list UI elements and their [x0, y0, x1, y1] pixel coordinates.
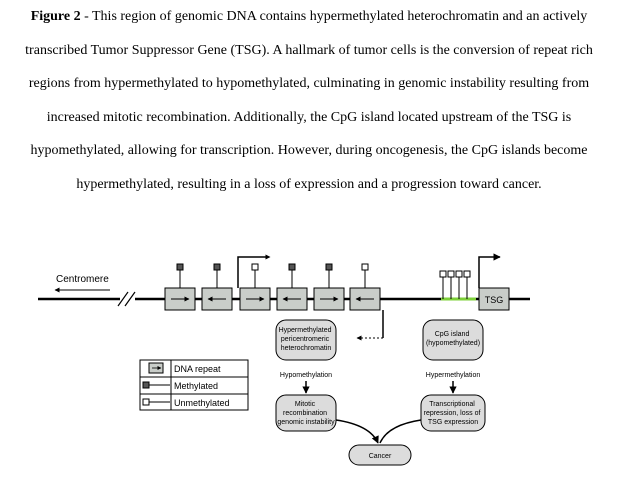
- break-mark-2: [124, 291, 136, 307]
- mitotic-line-2: recombination: [283, 410, 327, 417]
- figure-label: Figure 2: [30, 9, 81, 24]
- mitotic-line-3: genomic instability: [277, 419, 335, 426]
- tsg-label: TSG: [485, 295, 504, 305]
- legend-unmethylated-label: Unmethylated: [174, 398, 230, 408]
- converge-arrow-right: [379, 419, 422, 444]
- figure-caption: Figure 2 - This region of genomic DNA co…: [10, 0, 608, 202]
- svg-text:Transcriptional repression: Transcriptional repression, loss of TSG …: [424, 401, 483, 426]
- tsg-promoter-arrow: [478, 253, 501, 288]
- transcriptional-line-1: Transcriptional: [429, 401, 475, 408]
- repeat-unit: [313, 263, 345, 311]
- tsg-box: [478, 287, 510, 311]
- repeat-unit: [276, 263, 308, 311]
- converge-arrow-left: [335, 419, 379, 444]
- cpg-box: [422, 319, 484, 361]
- cpg-box-line-2: (hypomethylated): [426, 340, 480, 347]
- hypermethylation-label: Hypermethylation: [426, 372, 481, 379]
- heterochromatin-line-2: pericentromeric: [281, 336, 330, 343]
- legend-repeat-label: DNA repeat: [174, 364, 221, 374]
- heterochromatin-line-3: heterochromatin: [281, 345, 332, 352]
- mitotic-line-1: Mitotic: [295, 401, 316, 408]
- legend: DNA repeat Methylated Unmethylated: [139, 359, 249, 411]
- centromere-label: Centromere: [56, 274, 109, 285]
- repeat-unit: [237, 254, 271, 311]
- svg-text:Hypermethylated pericentro: Hypermethylated pericentromeric heteroch…: [279, 327, 334, 352]
- transcriptional-line-3: TSG expression: [428, 419, 478, 426]
- legend-methylated-label: Methylated: [174, 381, 218, 391]
- heterochromatin-box: [275, 319, 337, 361]
- hypomethylation-label: Hypomethylation: [280, 372, 332, 379]
- svg-text:Mitotic recombination: Mitotic recombination genomic instabilit…: [277, 401, 335, 426]
- cpg-box-line-1: CpG island: [435, 331, 470, 338]
- repeat-units: [164, 254, 381, 311]
- cancer-box: [348, 444, 412, 466]
- break-mark-1: [117, 291, 129, 307]
- caption-text: - This region of genomic DNA contains hy…: [25, 9, 593, 192]
- cancer-label: Cancer: [369, 453, 392, 460]
- transcriptional-repression-box: [420, 394, 486, 432]
- genomic-dna-diagram: Centromere: [38, 253, 530, 466]
- repeat-unit: [201, 263, 233, 311]
- heterochromatin-line-1: Hypermethylated: [279, 327, 332, 334]
- repeat-unit: [164, 263, 196, 311]
- transcriptional-line-2: repression, loss of: [424, 410, 481, 417]
- svg-text:CpG island (hypomethylated: CpG island (hypomethylated): [426, 331, 480, 347]
- mitotic-recombination-box: [275, 394, 337, 432]
- repeat-unit: [349, 263, 381, 311]
- cpg-unmethylated-sites: [439, 270, 471, 299]
